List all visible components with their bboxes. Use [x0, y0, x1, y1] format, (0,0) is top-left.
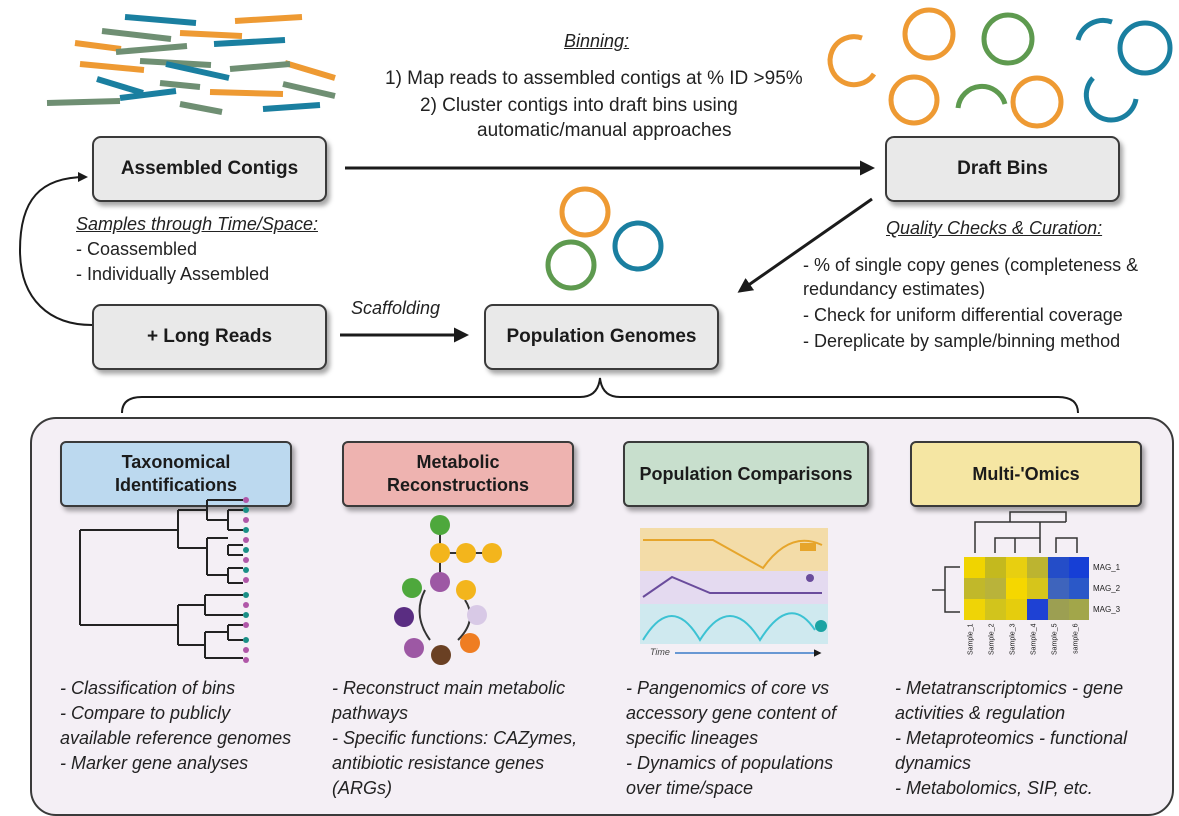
metabolic-header-line-2: Reconstructions [386, 475, 530, 495]
multi-omics-description: - Metatranscriptomics - gene activities … [895, 676, 1127, 801]
curly-brace [121, 377, 1079, 414]
metabolic-item-2: - Specific functions: CAZymes, [332, 728, 578, 748]
heatmap-row-label-1: MAG_1 [1093, 563, 1121, 572]
heatmap-col-label-4: Sample_4 [1030, 623, 1038, 656]
samples-item-2: - Individually Assembled [76, 264, 270, 284]
population-comparisons-header: Population Comparisons [623, 441, 869, 507]
taxonomical-item-2-cont: available reference genomes [60, 728, 292, 748]
multi-omics-header-line-1: Multi-'Omics [972, 463, 1080, 484]
binning-step-2-cont: automatic/manual approaches [477, 120, 732, 141]
draft-bins-box: Draft Bins [885, 136, 1120, 202]
draft-bins-rings-icon [827, 7, 1173, 129]
multi-omics-item-2-cont: dynamics [895, 753, 972, 773]
time-axis-label: Time [650, 647, 670, 657]
population-item-1: - Pangenomics of core vs [626, 678, 830, 698]
assembled-contigs-box: Assembled Contigs [92, 136, 327, 202]
quality-item-1-cont: redundancy estimates) [803, 279, 986, 299]
metabolic-item-1-cont: pathways [332, 703, 409, 723]
long-reads-box: + Long Reads [92, 304, 327, 370]
quality-item-2: - Check for uniform differential coverag… [803, 305, 1123, 325]
multi-omics-item-1-cont: activities & regulation [895, 703, 1066, 723]
tree-tip-dots [243, 497, 249, 663]
population-dynamics-icon [640, 528, 828, 657]
population-description: - Pangenomics of core vs accessory gene … [626, 676, 836, 801]
taxonomical-header: Taxonomical Identifications [60, 441, 292, 507]
metabolic-item-1: - Reconstruct main metabolic [332, 678, 566, 698]
taxonomical-item-1: - Classification of bins [60, 678, 236, 698]
heatmap-col-label-1: Sample_1 [967, 623, 975, 656]
binning-step-2: 2) Cluster contigs into draft bins using [420, 95, 738, 116]
multi-omics-item-2: - Metaproteomics - functional [895, 728, 1128, 748]
quality-item-3: - Dereplicate by sample/binning method [803, 331, 1121, 351]
quality-item-1: - % of single copy genes (completeness & [803, 255, 1139, 275]
heatmap-col-label-6: sample_6 [1072, 623, 1080, 654]
taxonomical-item-3: - Marker gene analyses [60, 753, 249, 773]
multi-omics-header: Multi-'Omics [910, 441, 1142, 507]
taxonomical-header-line-1: Taxonomical [121, 452, 231, 472]
heatmap-row-label-3: MAG_3 [1093, 605, 1121, 614]
quality-title: Quality Checks & Curation: [886, 218, 1103, 238]
population-comparisons-header-line-1: Population Comparisons [639, 463, 853, 484]
taxonomical-description: - Classification of bins - Compare to pu… [60, 676, 291, 776]
heatmap-col-label-3: Sample_3 [1009, 623, 1017, 656]
multi-omics-item-1: - Metatranscriptomics - gene [895, 678, 1124, 698]
arrow-bins-to-genomes [737, 197, 873, 293]
population-item-2-cont: over time/space [626, 778, 754, 798]
metabolic-header-line-1: Metabolic [416, 452, 500, 472]
metabolic-description: - Reconstruct main metabolic pathways - … [332, 676, 577, 801]
metabolic-item-2-cont: antibiotic resistance genes [332, 753, 545, 773]
samples-title: Samples through Time/Space: [76, 214, 318, 234]
taxonomical-item-2: - Compare to publicly [60, 703, 231, 723]
population-item-2: - Dynamics of populations [626, 753, 834, 773]
scaffolding-label: Scaffolding [351, 298, 441, 318]
population-item-1-cont-2: specific lineages [626, 728, 759, 748]
phylogenetic-tree-icon [79, 499, 243, 659]
heatmap-col-label-5: Sample_5 [1051, 623, 1059, 656]
binning-step-1: 1) Map reads to assembled contigs at % I… [385, 68, 803, 89]
heatmap-col-label-2: Sample_2 [988, 623, 996, 656]
metabolic-item-2-cont-2: (ARGs) [332, 778, 392, 798]
metabolic-pathway-icon [394, 515, 502, 665]
population-item-1-cont: accessory gene content of [626, 703, 837, 723]
population-genomes-box: Population Genomes [484, 304, 719, 370]
population-genome-rings-icon [545, 186, 664, 291]
heatmap-row-label-2: MAG_2 [1093, 584, 1121, 593]
contig-fragments-icon [46, 14, 336, 115]
metabolic-header: Metabolic Reconstructions [342, 441, 574, 507]
multi-omics-item-3: - Metabolomics, SIP, etc. [895, 778, 1093, 798]
taxonomical-header-line-2: Identifications [114, 475, 237, 495]
heatmap-icon [932, 511, 1089, 620]
samples-item-1: - Coassembled [76, 239, 198, 259]
binning-title: Binning: [564, 31, 630, 51]
arrow-long-reads-loop [18, 172, 93, 326]
